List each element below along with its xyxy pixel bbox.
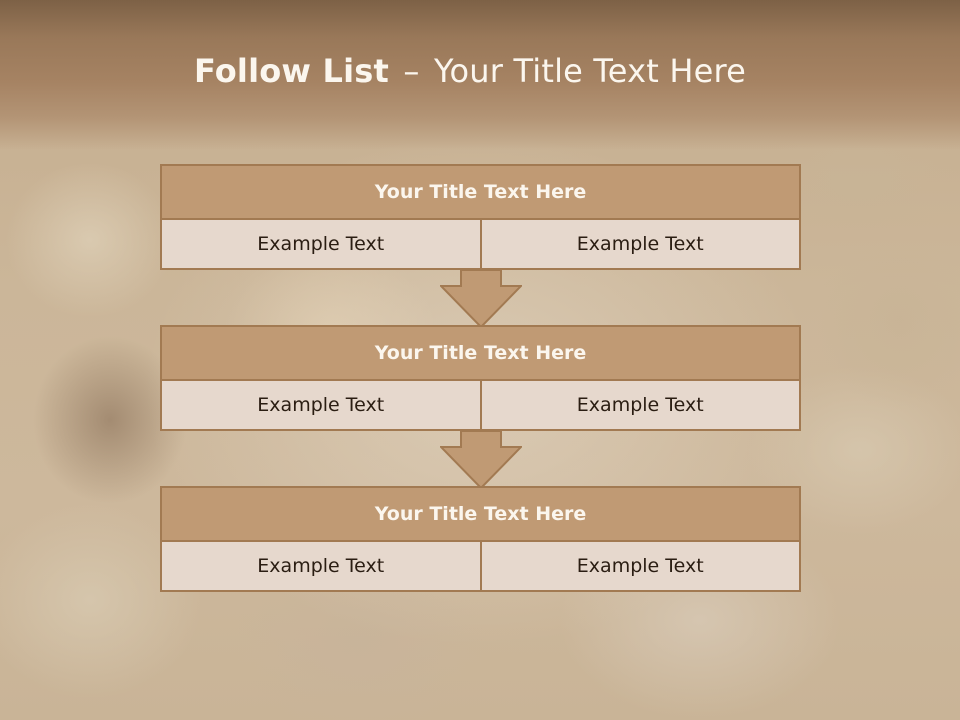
- block-cell-left: Example Text: [160, 542, 482, 592]
- header-band: [0, 0, 960, 150]
- block-cell-left: Example Text: [160, 381, 482, 431]
- block-title: Your Title Text Here: [160, 486, 801, 542]
- title-separator: –: [403, 52, 420, 90]
- title-rest: Your Title Text Here: [434, 52, 747, 90]
- block-row: Example Text Example Text: [160, 381, 801, 431]
- block-cell-left: Example Text: [160, 220, 482, 270]
- down-arrow-icon: [440, 270, 522, 328]
- block-cell-right: Example Text: [481, 542, 801, 592]
- block-row: Example Text Example Text: [160, 542, 801, 592]
- block-title: Your Title Text Here: [160, 164, 801, 220]
- list-block-2: Your Title Text Here Example Text Exampl…: [160, 325, 801, 431]
- title-bold: Follow List: [193, 52, 390, 90]
- list-block-3: Your Title Text Here Example Text Exampl…: [160, 486, 801, 592]
- block-row: Example Text Example Text: [160, 220, 801, 270]
- block-title: Your Title Text Here: [160, 325, 801, 381]
- block-cell-right: Example Text: [481, 220, 801, 270]
- list-block-1: Your Title Text Here Example Text Exampl…: [160, 164, 801, 270]
- block-cell-right: Example Text: [481, 381, 801, 431]
- down-arrow-icon: [440, 431, 522, 489]
- page-title: Follow List – Your Title Text Here: [0, 52, 940, 90]
